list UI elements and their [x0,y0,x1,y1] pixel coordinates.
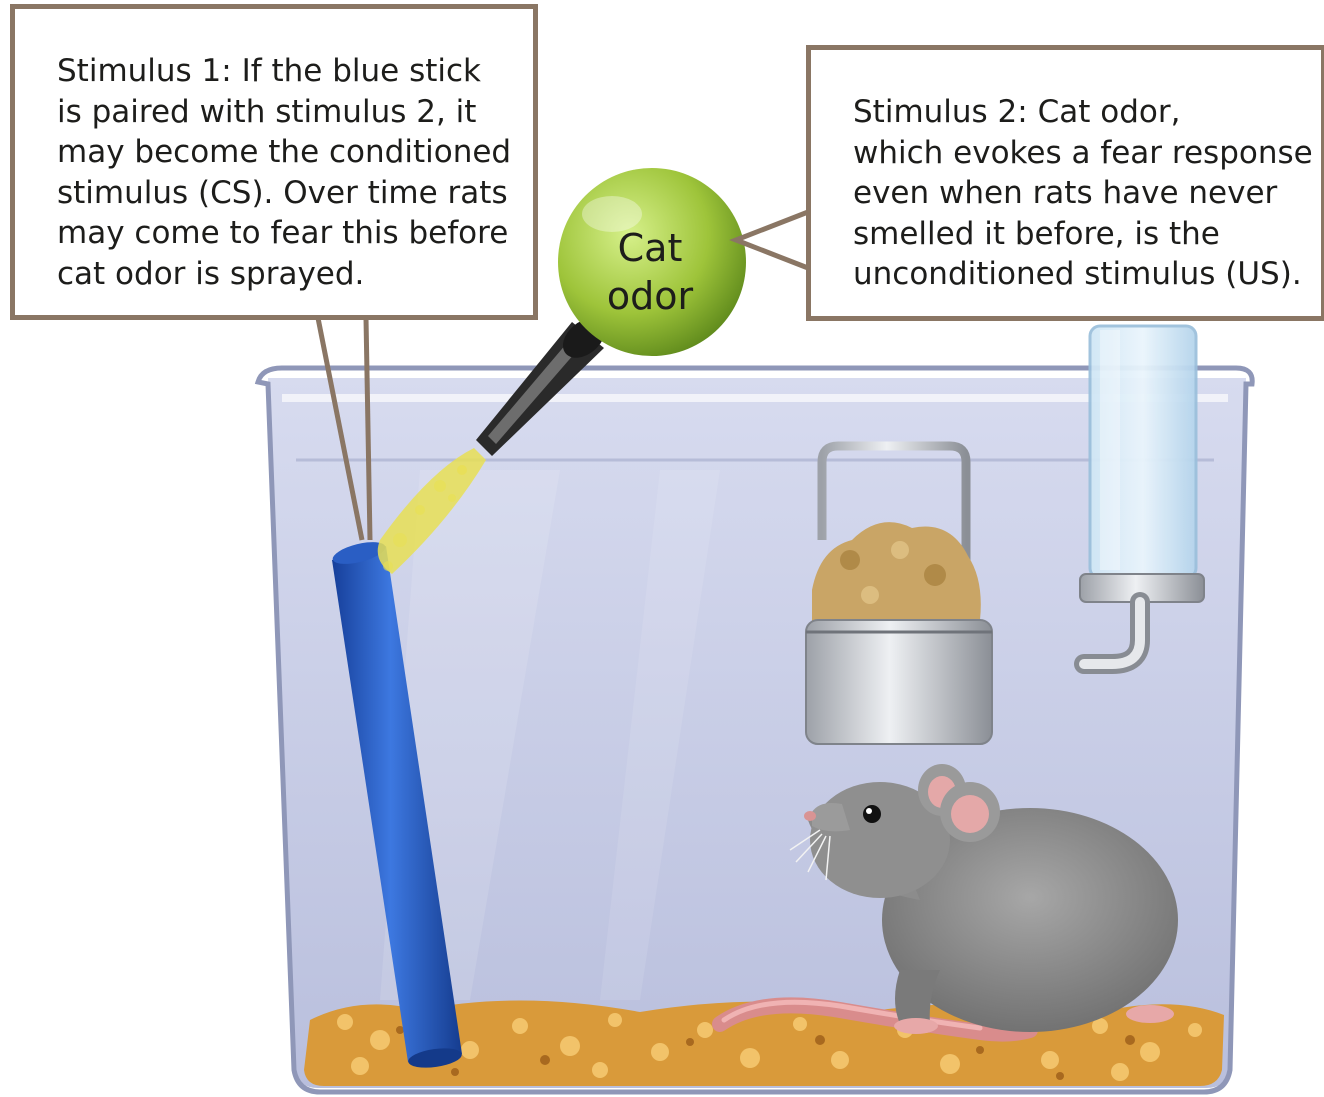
stimulus-1-callout: Stimulus 1: If the blue stick is paired … [10,4,538,320]
callout-line: Stimulus 1: If the blue stick [57,51,533,92]
cat-odor-label: Cat odor [560,224,740,320]
bulb-label-line: Cat [560,224,740,272]
callout-line: may come to fear this before [57,213,533,254]
callout-line: may become the conditioned [57,132,533,173]
callout-line: which evokes a fear response [853,133,1321,174]
callout-line: is paired with stimulus 2, it [57,92,533,133]
stimulus-2-callout: Stimulus 2: Cat odor, which evokes a fea… [806,45,1324,321]
callout-line: stimulus (CS). Over time rats [57,173,533,214]
callout-line: Stimulus 2: Cat odor, [853,92,1321,133]
callout-line: unconditioned stimulus (US). [853,254,1321,295]
bulb-label-line: odor [560,272,740,320]
callout-connector-2 [736,212,808,268]
callout-line: cat odor is sprayed. [57,254,533,295]
callout-line: smelled it before, is the [853,214,1321,255]
callout-line: even when rats have never [853,173,1321,214]
